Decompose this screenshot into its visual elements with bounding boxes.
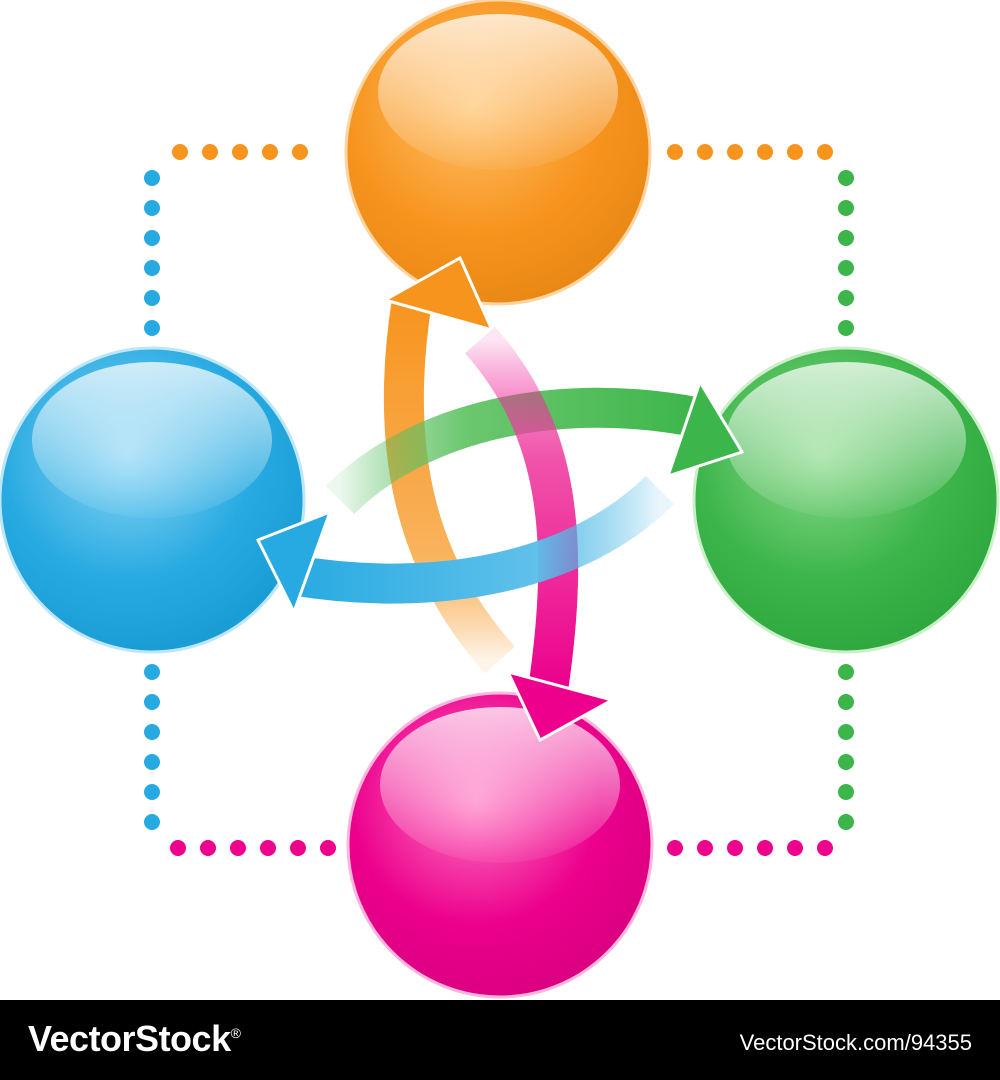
green-node — [692, 346, 1000, 654]
arrow-to-orange — [381, 255, 515, 674]
footer-bar: VectorStock® VectorStock.com/94355 — [0, 1000, 1000, 1080]
blue-node — [0, 346, 306, 654]
vectorstock-logo[interactable]: VectorStock® — [28, 1018, 241, 1059]
arrow-to-green — [325, 378, 745, 515]
image-id-label: VectorStock.com/94355 — [739, 1030, 972, 1055]
magenta-node — [346, 691, 654, 999]
cycle-diagram — [0, 0, 1000, 999]
arrow-to-magenta — [464, 326, 616, 743]
arrow-to-blue — [255, 475, 675, 616]
orange-node — [344, 0, 652, 306]
